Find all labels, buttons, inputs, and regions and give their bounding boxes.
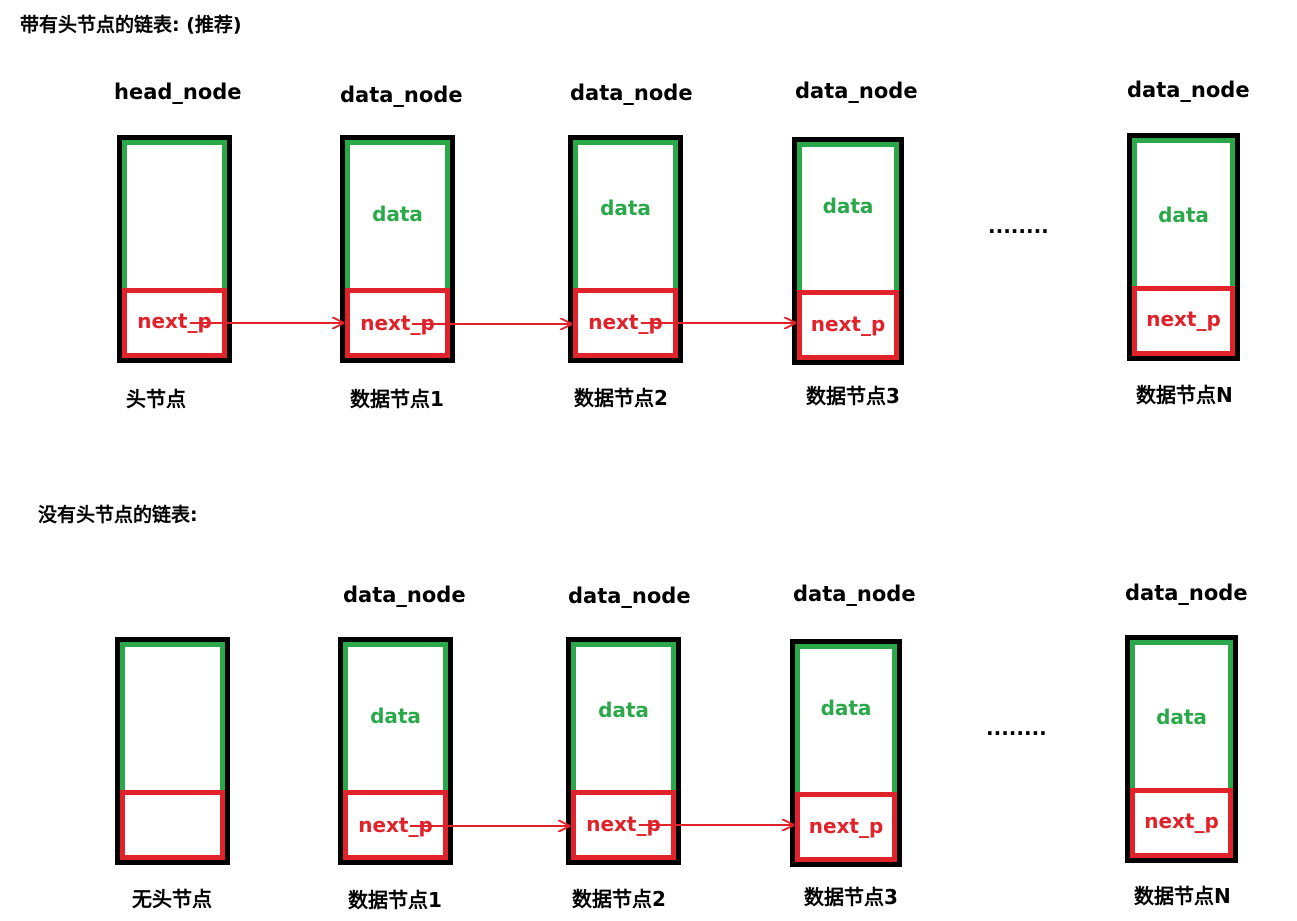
next-pointer-field: next_p: [1132, 286, 1235, 356]
next-pointer-field: [120, 790, 225, 860]
data-label: data: [1158, 203, 1209, 227]
data-node: data next_p: [338, 637, 453, 865]
next-pointer-label: next_p: [1144, 809, 1219, 833]
data-field: data: [1130, 640, 1233, 794]
node-caption: 数据节点1: [348, 888, 442, 912]
node-caption: 数据节点3: [804, 885, 898, 909]
next-pointer-label: next_p: [810, 312, 886, 336]
ellipsis: ........: [986, 716, 1047, 740]
ellipsis: ........: [988, 214, 1049, 238]
data-label: data: [600, 196, 651, 220]
data-label: data: [820, 696, 872, 720]
node-type-label: data_node: [1125, 581, 1248, 605]
next-pointer-label: next_p: [808, 814, 884, 838]
data-field: data: [797, 142, 899, 296]
node-caption: 无头节点: [132, 887, 212, 911]
data-node: data next_p: [1125, 635, 1238, 863]
node-type-label: data_node: [343, 583, 466, 607]
data-node: data next_p: [790, 639, 902, 867]
node-type-label: data_node: [793, 582, 916, 606]
node-type-label: data_node: [1127, 78, 1250, 102]
node-caption: 数据节点N: [1136, 383, 1233, 407]
data-node: data next_p: [1127, 133, 1240, 361]
next-pointer-field: next_p: [797, 290, 899, 360]
node-caption: 数据节点2: [574, 386, 668, 410]
data-node: data next_p: [792, 137, 904, 365]
data-label: data: [598, 698, 649, 722]
data-label: data: [1156, 705, 1207, 729]
node-type-label: data_node: [570, 81, 693, 105]
data-label: data: [372, 202, 423, 226]
node-type-label: data_node: [340, 83, 463, 107]
next-pointer-label: next_p: [1146, 307, 1221, 331]
node-type-label: data_node: [568, 584, 691, 608]
data-label: data: [370, 704, 421, 728]
node-caption: 数据节点N: [1134, 884, 1231, 908]
section-title-with-head: 带有头节点的链表: (推荐): [20, 14, 242, 36]
data-label: data: [822, 194, 874, 218]
no-head-placeholder: [115, 637, 230, 865]
next-pointer-label: next_p: [137, 309, 212, 333]
next-pointer-field: next_p: [795, 792, 897, 862]
node-type-label: head_node: [114, 80, 242, 104]
node-type-label: data_node: [795, 79, 918, 103]
node-caption: 数据节点1: [350, 387, 444, 411]
data-node: data next_p: [568, 135, 683, 363]
next-pointer-field: next_p: [1130, 788, 1233, 858]
node-caption: 数据节点2: [572, 887, 666, 911]
section-title-without-head: 没有头节点的链表:: [38, 504, 198, 526]
node-caption: 头节点: [126, 387, 186, 411]
data-field: data: [571, 642, 676, 796]
node-caption: 数据节点3: [806, 384, 900, 408]
data-field: data: [1132, 138, 1235, 292]
